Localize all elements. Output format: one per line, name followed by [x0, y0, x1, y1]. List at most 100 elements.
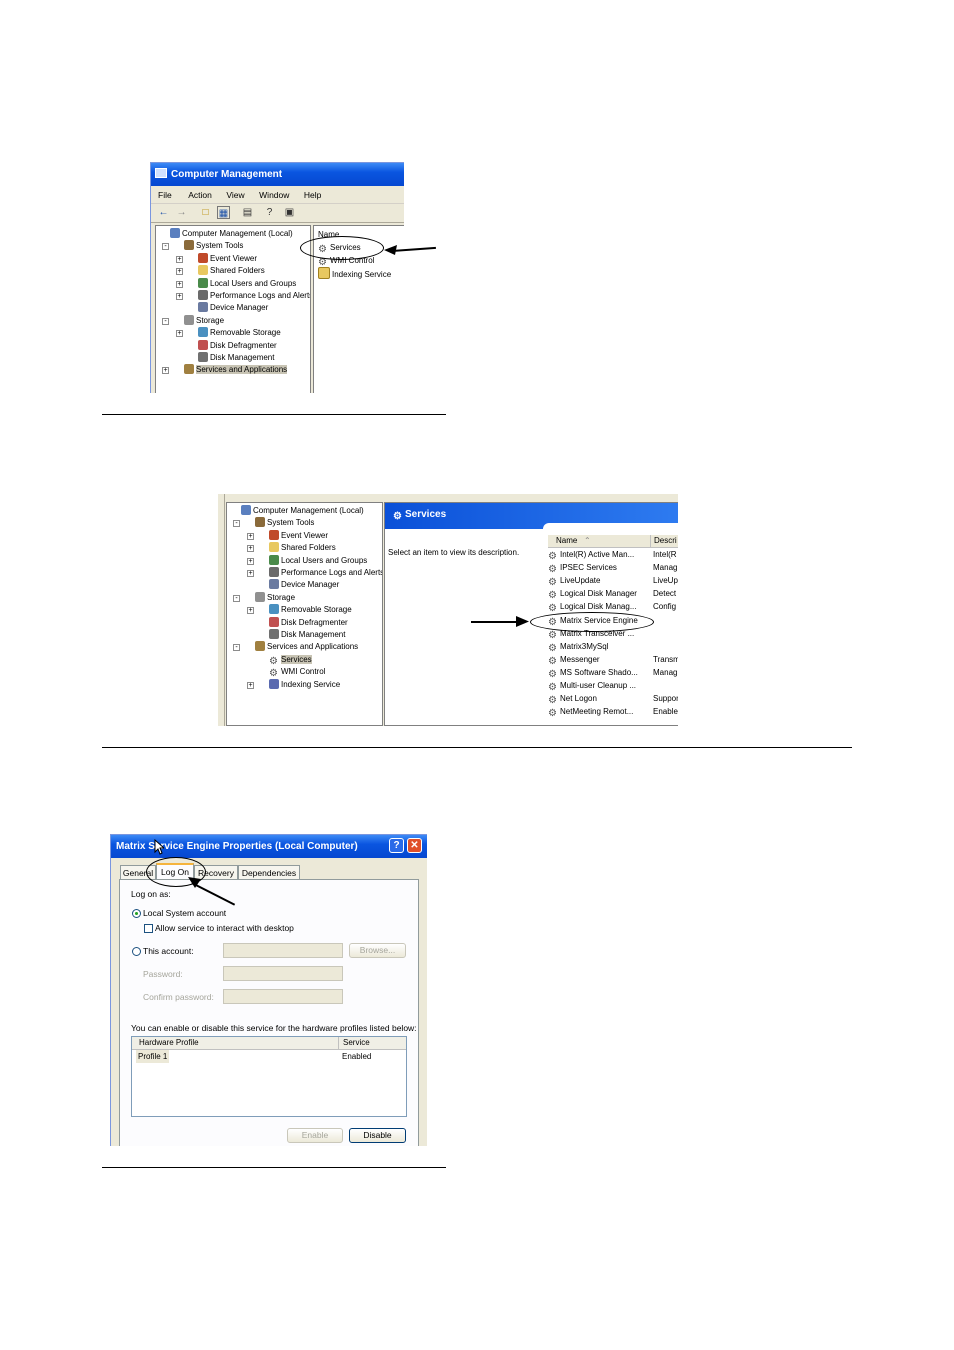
- tree-item[interactable]: Removable Storage: [269, 604, 352, 616]
- menu-file[interactable]: File: [158, 190, 172, 200]
- tree-item[interactable]: Device Manager: [198, 302, 268, 314]
- collapse-icon[interactable]: -: [162, 243, 169, 251]
- collapse-icon[interactable]: -: [233, 644, 240, 652]
- table-row[interactable]: Profile 1 Enabled: [132, 1050, 406, 1063]
- gear-icon: ⚙: [548, 551, 557, 562]
- expand-icon[interactable]: +: [176, 293, 183, 300]
- expand-icon[interactable]: +: [162, 367, 169, 375]
- tree-item[interactable]: Indexing Service: [269, 678, 340, 691]
- table-row[interactable]: ⚙Multi-user Cleanup ...: [548, 679, 678, 693]
- hardware-profiles-list[interactable]: Hardware Profile Service Profile 1 Enabl…: [131, 1036, 407, 1117]
- close-icon[interactable]: ✕: [407, 838, 422, 853]
- column-header-service[interactable]: Service: [338, 1037, 370, 1049]
- expand-icon[interactable]: +: [176, 268, 183, 276]
- tree-item[interactable]: Disk Defragmenter: [198, 339, 277, 352]
- allow-interact-checkbox[interactable]: [144, 924, 153, 933]
- tree-item[interactable]: Event Viewer: [269, 529, 328, 542]
- column-header-name[interactable]: Name: [556, 536, 578, 545]
- column-header-description[interactable]: Descri: [650, 535, 677, 547]
- tree-item[interactable]: Event Viewer: [198, 252, 257, 265]
- tree-item[interactable]: Disk Management: [198, 352, 274, 364]
- tree-item[interactable]: Local Users and Groups: [269, 554, 367, 567]
- expand-icon[interactable]: +: [247, 681, 254, 689]
- column-header-name[interactable]: Name: [318, 230, 340, 239]
- table-row[interactable]: ⚙Intel(R) Active Man...Intel(R: [548, 548, 678, 562]
- forward-arrow-icon[interactable]: →: [176, 207, 187, 218]
- disable-button[interactable]: Disable: [349, 1128, 406, 1143]
- tab-dependencies[interactable]: Dependencies: [238, 865, 300, 879]
- table-row[interactable]: ⚙Logical Disk Manag...Config: [548, 600, 678, 614]
- table-row[interactable]: ⚙MS Software Shado...Manag: [548, 666, 678, 680]
- tree-item[interactable]: Removable Storage: [198, 327, 281, 339]
- tree-item[interactable]: System Tools: [255, 517, 314, 529]
- expand-icon[interactable]: +: [247, 607, 254, 615]
- tree-item[interactable]: Services and Applications: [255, 641, 358, 653]
- expand-icon[interactable]: +: [176, 255, 183, 263]
- highlight-ellipse: [300, 236, 384, 260]
- tree-item[interactable]: Device Manager: [269, 579, 339, 591]
- gear-icon: ⚙: [318, 257, 327, 268]
- tree-item[interactable]: System Tools: [184, 240, 243, 252]
- gear-icon: ⚙: [548, 590, 557, 602]
- up-folder-icon[interactable]: □: [202, 207, 209, 218]
- expand-icon[interactable]: +: [176, 330, 183, 338]
- this-account-radio[interactable]: [132, 947, 141, 956]
- tree-item[interactable]: Storage: [184, 314, 224, 327]
- expand-icon[interactable]: +: [247, 545, 254, 553]
- tree-item[interactable]: Computer Management (Local): [241, 505, 364, 517]
- collapse-icon[interactable]: -: [233, 520, 240, 528]
- expand-icon[interactable]: +: [247, 557, 254, 565]
- local-system-radio[interactable]: [132, 909, 141, 918]
- list-item-wmi-control[interactable]: ⚙WMI Control: [318, 256, 375, 268]
- tree-item[interactable]: Shared Folders: [269, 542, 336, 554]
- tree-item[interactable]: Disk Management: [269, 629, 345, 641]
- properties-icon[interactable]: ▣: [284, 207, 295, 218]
- confirm-password-field[interactable]: [223, 989, 343, 1004]
- expand-icon[interactable]: +: [247, 532, 254, 540]
- service-name: MS Software Shado...: [560, 667, 638, 677]
- show-tree-icon[interactable]: ▦: [217, 206, 230, 219]
- tree-item[interactable]: Computer Management (Local): [170, 228, 293, 240]
- enable-button[interactable]: Enable: [287, 1128, 343, 1143]
- table-row[interactable]: ⚙Matrix3MySql: [548, 640, 678, 654]
- menu-action[interactable]: Action: [188, 190, 212, 200]
- expand-icon[interactable]: +: [247, 570, 254, 577]
- tree-item[interactable]: ⚙Services: [269, 654, 312, 667]
- tree-item[interactable]: Services and Applications: [184, 364, 288, 376]
- table-row[interactable]: ⚙Matrix Transceiver ...: [548, 627, 678, 641]
- gear-icon: ⚙: [548, 564, 557, 576]
- panel-header-title: ⚙Services: [393, 509, 447, 522]
- tree-item[interactable]: Shared Folders: [198, 265, 265, 277]
- password-field[interactable]: [223, 966, 343, 981]
- browse-button[interactable]: Browse...: [349, 943, 406, 958]
- expand-icon[interactable]: +: [176, 280, 183, 288]
- column-header-profile[interactable]: Hardware Profile: [139, 1038, 199, 1047]
- back-arrow-icon[interactable]: ←: [158, 207, 169, 218]
- profile-status: Enabled: [342, 1052, 372, 1061]
- help-icon[interactable]: ?: [266, 207, 273, 218]
- menu-help[interactable]: Help: [303, 190, 322, 200]
- collapse-icon[interactable]: -: [233, 594, 240, 602]
- tree-item[interactable]: Storage: [255, 591, 295, 604]
- help-icon[interactable]: ?: [389, 838, 404, 853]
- tree-item[interactable]: Disk Defragmenter: [269, 616, 348, 629]
- list-item-indexing-service[interactable]: Indexing Service: [318, 267, 391, 280]
- gear-icon: ⚙: [548, 682, 557, 693]
- tab-page: Log on as: Local System account Allow se…: [119, 879, 419, 1146]
- menu-view[interactable]: View: [226, 190, 245, 200]
- tree-item[interactable]: Performance Logs and Alerts: [198, 290, 310, 302]
- tree-item[interactable]: Performance Logs and Alerts: [269, 567, 382, 579]
- account-field[interactable]: [223, 943, 343, 958]
- tree-item-label: Removable Storage: [210, 328, 281, 338]
- export-list-icon[interactable]: ▤: [242, 207, 253, 218]
- table-row[interactable]: ⚙NetMeeting Remot...Enable: [548, 705, 678, 719]
- menu-window[interactable]: Window: [259, 190, 290, 200]
- collapse-icon[interactable]: -: [162, 317, 169, 325]
- tree-item[interactable]: ⚙WMI Control: [269, 666, 325, 679]
- tree-item[interactable]: Local Users and Groups: [198, 277, 296, 290]
